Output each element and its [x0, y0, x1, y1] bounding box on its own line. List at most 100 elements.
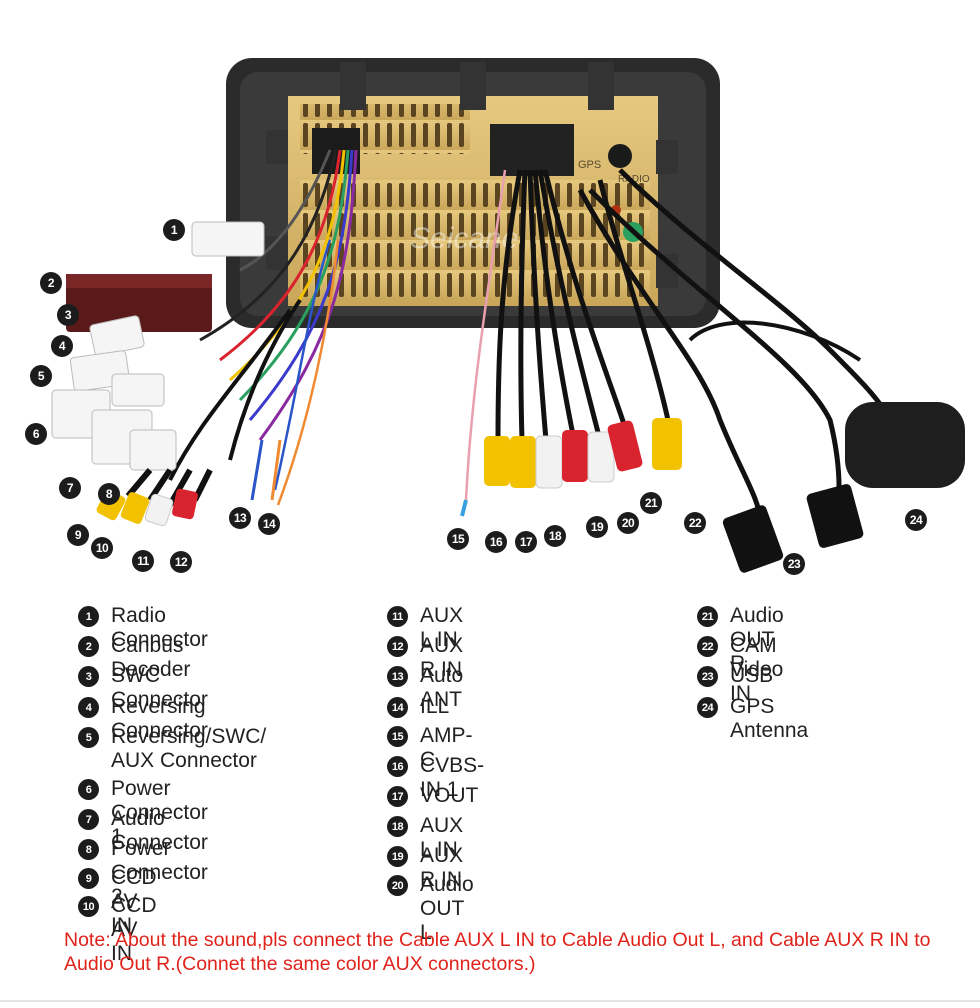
legend-item: 13 Auto ANT: [387, 664, 463, 712]
legend-number: 12: [387, 636, 408, 657]
legend-number: 1: [78, 606, 99, 627]
legend-number: 9: [78, 868, 99, 889]
legend-item: 15 AMP-C: [387, 724, 473, 772]
legend-label: AUX L IN: [420, 814, 464, 861]
legend-label: CVBS-IN 1: [420, 754, 485, 801]
right-cables: [577, 168, 893, 521]
legend-number: 13: [387, 666, 408, 687]
legend-item: 8 Power Connector 2: [78, 837, 208, 909]
sound-connection-note: Note: About the sound,pls connect the Ca…: [64, 929, 931, 975]
watermark: Seicane: [410, 222, 518, 255]
legend-item: 24 GPS Antenna: [697, 695, 808, 743]
callout-17: 17: [515, 531, 537, 553]
legend-number: 24: [697, 697, 718, 718]
callout-10: 10: [91, 537, 113, 559]
legend-label: Power Connector 2: [111, 837, 208, 908]
legend-number: 4: [78, 697, 99, 718]
legend-item: 3 SWC Connector: [78, 664, 208, 712]
legend-number: 19: [387, 846, 408, 867]
aux-socket: [490, 124, 574, 176]
gps-socket: [608, 144, 632, 168]
legend-number: 11: [387, 606, 408, 627]
legend-item: 6 Power Connector 1: [78, 777, 208, 849]
legend-label: Reversing/SWC/ AUX Connector: [111, 725, 267, 772]
callout-16: 16: [485, 531, 507, 553]
callout-20: 20: [617, 512, 639, 534]
callout-12: 12: [170, 551, 192, 573]
callout-7: 7: [59, 477, 81, 499]
legend-label: Auto ANT: [420, 664, 464, 711]
callout-19: 19: [586, 516, 608, 538]
connector-plugs: [51, 221, 265, 471]
radio-label: RADIO: [618, 174, 650, 185]
canbus-decoder-box: [66, 274, 212, 332]
callout-11: 11: [132, 550, 154, 572]
vent-slots: [300, 180, 650, 300]
legend-number: 10: [78, 896, 99, 917]
legend-number: 21: [697, 606, 718, 627]
legend-label: Audio OUT L: [420, 873, 474, 944]
legend-number: 18: [387, 816, 408, 837]
legend-item: 19 AUX R IN: [387, 844, 463, 892]
legend-number: 20: [387, 875, 408, 896]
legend-label: CCD AV IN: [111, 866, 157, 937]
legend-label: GPS Antenna: [730, 695, 809, 742]
legend-label: USB: [730, 664, 774, 687]
legend-label: Audio OUT R: [730, 604, 784, 675]
legend-number: 6: [78, 779, 99, 800]
legend-number: 8: [78, 839, 99, 860]
legend-label: Power Connector 1: [111, 777, 208, 848]
legend-number: 3: [78, 666, 99, 687]
callout-6: 6: [25, 423, 47, 445]
legend-label: Audio Connector: [111, 807, 208, 854]
callout-13: 13: [229, 507, 251, 529]
legend-number: 2: [78, 636, 99, 657]
legend-label: AUX L IN: [420, 604, 464, 651]
legend-label: Radio Connector: [111, 604, 208, 651]
callout-18: 18: [544, 525, 566, 547]
callout-21: 21: [640, 492, 662, 514]
legend-item: 1 Radio Connector: [78, 604, 208, 652]
callout-3: 3: [57, 304, 79, 326]
callout-15: 15: [447, 528, 469, 550]
callout-23: 23: [783, 553, 805, 575]
head-unit: GPS RADIO Seicane: [226, 58, 720, 328]
legend-label: AUX R IN: [420, 844, 464, 891]
legend-number: 7: [78, 809, 99, 830]
usb-plug-right: [806, 484, 864, 548]
legend-label: SWC Connector: [111, 664, 208, 711]
legend-label: VOUT: [420, 784, 479, 807]
left-rca-plugs: [96, 468, 213, 527]
legend-number: 17: [387, 786, 408, 807]
legend-item: 21 Audio OUT R: [697, 604, 784, 676]
legend-item: 18 AUX L IN: [387, 814, 463, 862]
callout-22: 22: [684, 512, 706, 534]
legend-item: 2 Canbus Decoder: [78, 634, 190, 682]
callout-14: 14: [258, 513, 280, 535]
center-rca-harness: [460, 169, 643, 517]
callout-24: 24: [905, 509, 927, 531]
callout-5: 5: [30, 365, 52, 387]
legend-item: 7 Audio Connector: [78, 807, 208, 855]
callout-1: 1: [163, 219, 185, 241]
callout-4: 4: [51, 335, 73, 357]
legend-number: 22: [697, 636, 718, 657]
legend-item: 9 CCD AV IN: [78, 866, 157, 938]
legend-item: 17 VOUT: [387, 784, 478, 808]
legend-number: 15: [387, 726, 408, 747]
legend-item: 11 AUX L IN: [387, 604, 463, 652]
bottom-divider: [0, 1000, 980, 1002]
legend-label: Canbus Decoder: [111, 634, 191, 681]
legend-label: CCD AV IN: [111, 894, 157, 965]
wiring-diagram: GPS RADIO Seicane: [25, 58, 965, 575]
wiring-illustration: GPS RADIO Seicane: [51, 58, 965, 573]
legend-item: 20 Audio OUT L: [387, 873, 474, 945]
legend-label: AMP-C: [420, 724, 473, 771]
legend-label: AUX R IN: [420, 634, 464, 681]
